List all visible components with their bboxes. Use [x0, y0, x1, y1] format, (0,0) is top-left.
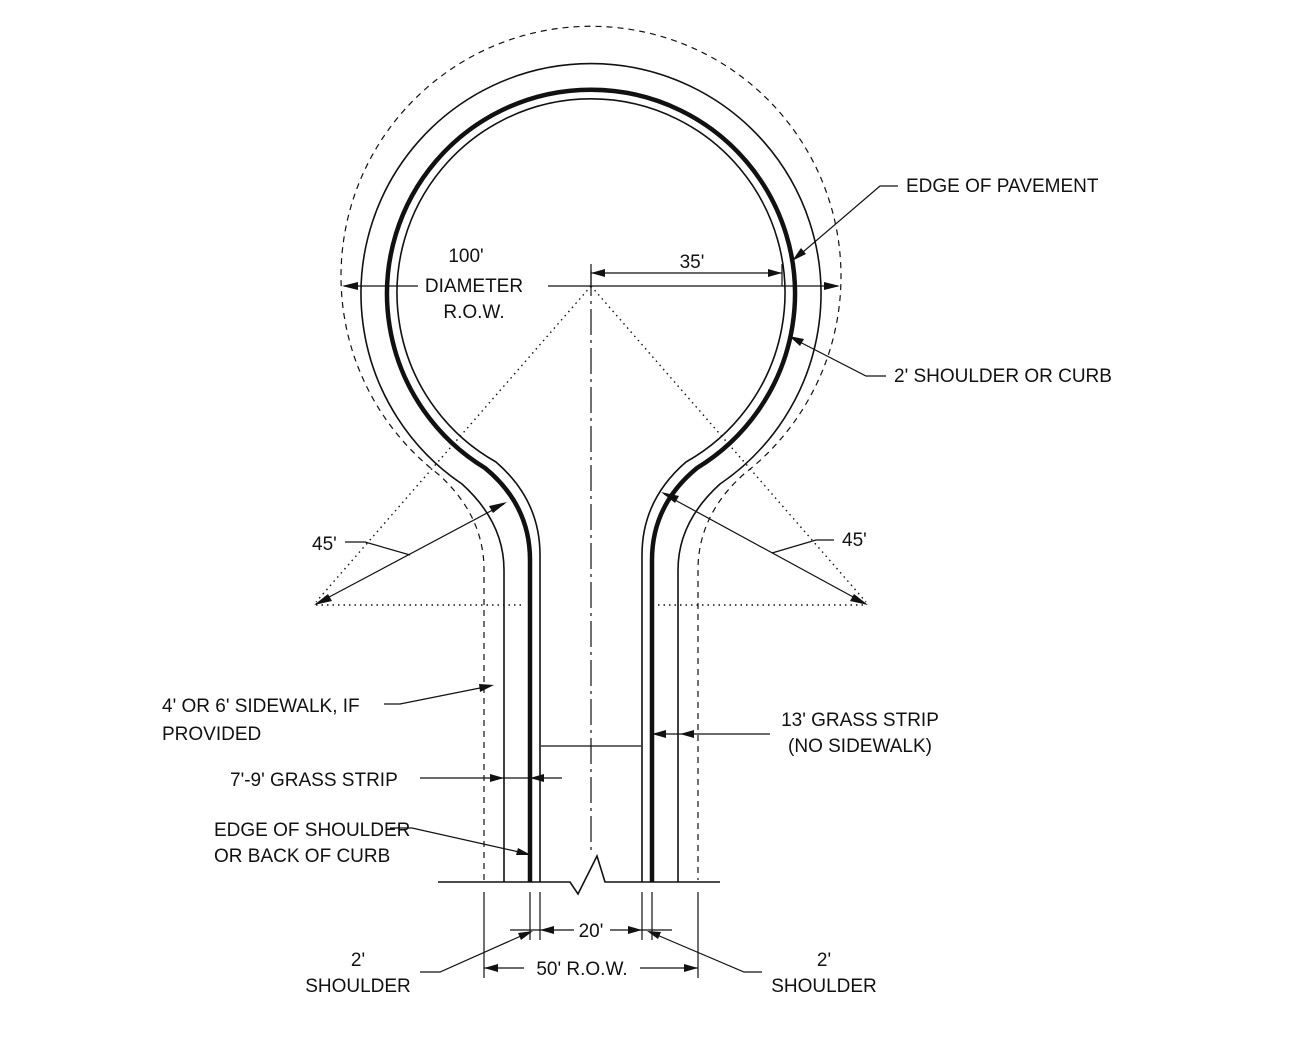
shoulder-curb-leader	[791, 337, 886, 377]
grass-13-arrow-left	[652, 730, 666, 738]
sidewalk-arrow	[479, 684, 494, 692]
shoulder-right-leader	[649, 931, 762, 973]
radius-45-left-leader	[345, 541, 411, 556]
dim-20-arrow-right	[628, 926, 642, 934]
grass-7-9-arrow-left	[490, 774, 504, 782]
edge-shoulder-leader	[390, 827, 529, 855]
shoulder-or-curb-label: 2' SHOULDER OR CURB	[894, 366, 1112, 387]
shoulder-left-arrow	[518, 931, 533, 940]
radius-45-left-arrow-line	[315, 503, 505, 605]
construction-line-right	[590, 285, 867, 603]
radius-35-arrow-right	[768, 269, 782, 277]
radius-45-right-arrow-line	[663, 493, 867, 605]
dim-50-arrow-right	[684, 964, 698, 972]
grass-13-label-line1: 13' GRASS STRIP	[781, 710, 939, 731]
radius-45-right-leader	[771, 539, 834, 554]
dim-50-arrow-left	[484, 964, 498, 972]
row-boundary-dashed	[340, 25, 842, 880]
edge-of-shoulder-line	[396, 98, 786, 882]
radius-45-left-arrow-tip2	[489, 502, 507, 513]
edge-of-pavement-line	[384, 87, 798, 882]
grass-7-9-label: 7'-9' GRASS STRIP	[230, 770, 398, 791]
break-line	[438, 853, 720, 896]
sidewalk-label-line1: 4' OR 6' SIDEWALK, IF	[162, 696, 360, 717]
dim-20-arrow-left	[540, 926, 554, 934]
radius-35-arrow-left	[591, 269, 605, 277]
shoulder-left-leader	[420, 931, 531, 973]
shoulder-left-value: 2'	[351, 950, 365, 971]
radius-45-left-arrow-tip	[314, 594, 332, 605]
row-diameter-text1: DIAMETER	[425, 276, 523, 297]
edge-shoulder-label-line2: OR BACK OF CURB	[214, 846, 390, 867]
radius-45-right-label: 45'	[842, 530, 867, 551]
outer-curb-line	[360, 62, 822, 882]
row-diameter-text2: R.O.W.	[443, 302, 504, 323]
shoulder-right-value: 2'	[817, 950, 831, 971]
shoulder-left-text: SHOULDER	[305, 976, 411, 997]
row-diameter-arrow-left	[342, 282, 358, 290]
sidewalk-leader	[384, 685, 491, 705]
row-diameter-value: 100'	[448, 246, 483, 267]
edge-of-pavement-arrow	[792, 248, 806, 261]
construction-line-left	[315, 285, 592, 603]
grass-13-arrow-right	[680, 730, 694, 738]
shoulder-right-text: SHOULDER	[771, 976, 877, 997]
radius-45-left-label: 45'	[312, 534, 337, 555]
edge-of-pavement-label: EDGE OF PAVEMENT	[906, 176, 1099, 197]
sidewalk-label-line2: PROVIDED	[162, 724, 261, 745]
grass-13-label-line2: (NO SIDEWALK)	[788, 736, 932, 757]
grass-7-9-arrow-right	[530, 774, 544, 782]
dim-20-label: 20'	[579, 921, 604, 942]
dim-50-row-label: 50' R.O.W.	[536, 959, 627, 980]
shoulder-curb-arrow	[789, 336, 804, 346]
radius-45-right-arrow-tip	[850, 594, 868, 605]
edge-shoulder-arrow	[516, 848, 531, 855]
shoulder-right-arrow	[647, 931, 661, 939]
radius-35-label: 35'	[680, 252, 705, 273]
radius-45-right-arrow-tip2	[661, 492, 679, 503]
edge-shoulder-label-line1: EDGE OF SHOULDER	[214, 820, 410, 841]
row-diameter-arrow-right	[824, 282, 840, 290]
edge-of-pavement-leader	[795, 185, 898, 259]
